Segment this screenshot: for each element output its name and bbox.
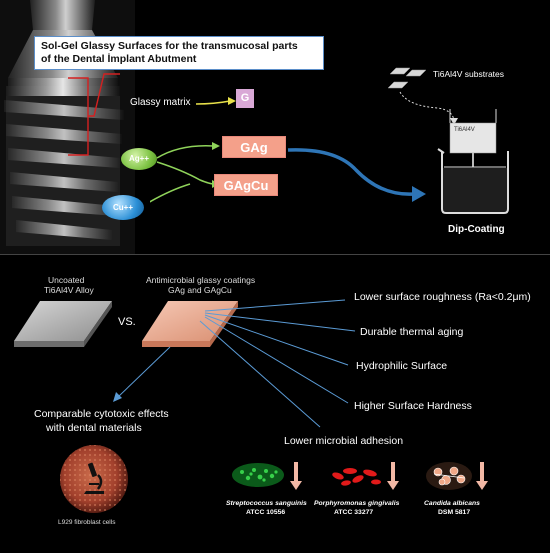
organism-id-2: ATCC 33277 xyxy=(334,509,374,516)
cytotoxicity-line-1: Comparable cytotoxic effects xyxy=(34,408,169,420)
dip-coating-beaker-icon xyxy=(437,109,509,214)
to-dip-coating-arrow xyxy=(287,148,426,202)
strep-sanguinis-image xyxy=(232,463,284,487)
gag-pill: GAg xyxy=(222,136,286,158)
down-arrow-icon xyxy=(387,462,399,490)
sample-label: Ti6Al4V xyxy=(454,127,475,133)
uncoated-label-2: Ti6Al4V Alloy xyxy=(44,285,94,295)
coated-label-1: Antimicrobial glassy coatings xyxy=(146,275,256,285)
property-hydrophilic: Hydrophilic Surface xyxy=(356,360,448,372)
c-albicans-image xyxy=(426,462,472,490)
property-roughness: Lower surface roughness (Ra<0.2μm) xyxy=(354,291,531,303)
transmucosal-bracket xyxy=(68,73,120,156)
silver-ion-label: Ag++ xyxy=(128,154,149,163)
fibroblast-cells-label: L929 fibroblast cells xyxy=(58,519,116,526)
bottom-panel: Uncoated Ti6Al4V Alloy VS. Antimicrobial… xyxy=(0,255,550,553)
property-hardness: Higher Surface Hardness xyxy=(354,400,472,412)
title-line-1: Sol-Gel Glassy Surfaces for the transmuc… xyxy=(41,40,298,52)
microbial-heading: Lower microbial adhesion xyxy=(284,435,404,447)
figure-title: Sol-Gel Glassy Surfaces for the transmuc… xyxy=(34,36,324,70)
copper-ion-ellipse: Cu++ xyxy=(102,195,144,220)
top-panel: Sol-Gel Glassy Surfaces for the transmuc… xyxy=(0,0,550,254)
glassy-matrix-label: Glassy matrix xyxy=(130,97,191,108)
property-thermal-aging: Durable thermal aging xyxy=(360,326,464,338)
organism-id-3: DSM 5817 xyxy=(438,509,471,516)
down-arrow-icon xyxy=(290,462,302,490)
silver-ion-ellipse: Ag++ xyxy=(121,148,157,170)
uncoated-label-1: Uncoated xyxy=(48,275,85,285)
copper-ion-label: Cu++ xyxy=(112,203,133,212)
fibroblast-cells-image xyxy=(60,445,128,513)
p-gingivalis-image xyxy=(332,468,381,486)
g-box: G xyxy=(236,89,254,108)
glassy-matrix-arrow xyxy=(195,97,236,105)
panel-divider xyxy=(0,254,550,255)
organism-name-3: Candida albicans xyxy=(424,500,480,507)
organism-name-1: Streptococcus sanguinis xyxy=(226,500,307,507)
substrates-label: Ti6Al4V substrates xyxy=(433,69,505,79)
title-line-2: of the Dental İmplant Abutment xyxy=(41,53,197,65)
organism-name-2: Porphyromonas gingivalis xyxy=(314,500,400,507)
vs-label: VS. xyxy=(118,316,136,328)
cytotoxicity-line-2: with dental materials xyxy=(46,422,142,434)
organism-id-1: ATCC 10556 xyxy=(246,509,286,516)
dip-coating-label: Dip-Coating xyxy=(448,224,505,235)
substrate-plates-icon xyxy=(387,67,427,89)
down-arrow-icon xyxy=(476,462,488,490)
microscope-icon xyxy=(84,462,104,494)
gagcu-pill: GAgCu xyxy=(214,174,278,196)
coated-label-2: GAg and GAgCu xyxy=(168,285,232,295)
property-connector-lines xyxy=(113,299,356,428)
substrate-dotted-arrow xyxy=(399,91,458,125)
uncoated-plate-icon xyxy=(14,301,112,347)
